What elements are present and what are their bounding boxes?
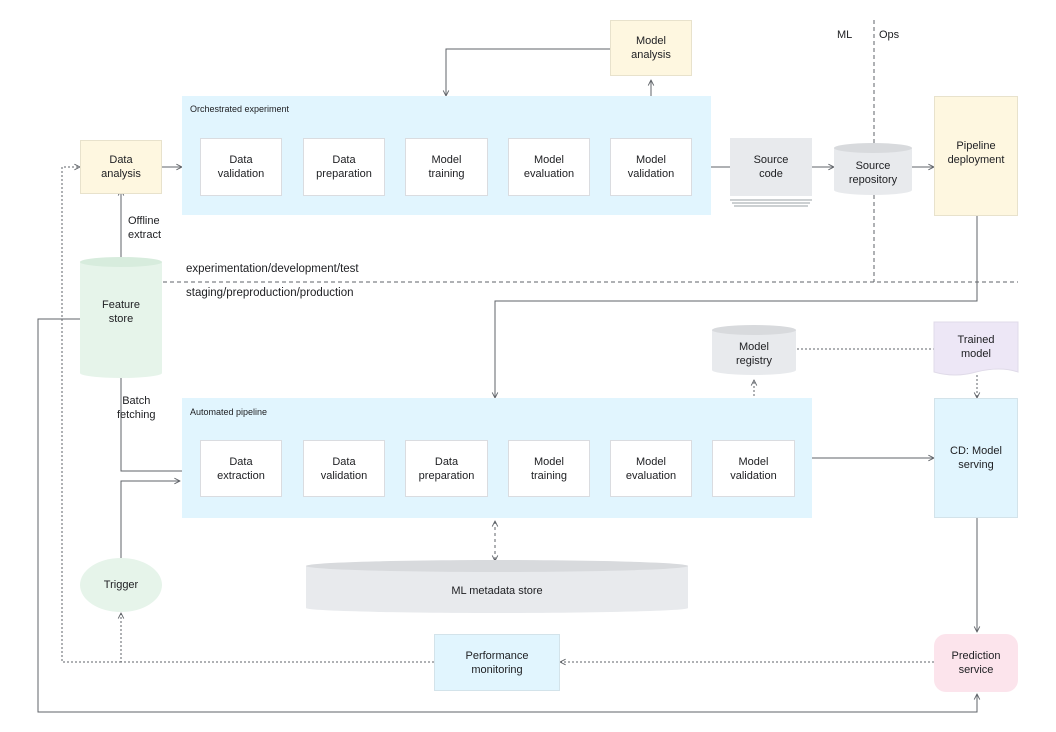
automated-step-model-evaluation: Model evaluation	[610, 440, 692, 497]
batch-fetching-label: Batch fetching	[117, 395, 156, 421]
orchestrated-step-data-validation: Data validation	[200, 138, 282, 196]
source-repository-label: Source repository	[848, 160, 898, 186]
automated-step-model-validation: Model validation	[712, 440, 795, 497]
source-code-page-lines	[730, 199, 812, 207]
automated-step-model-training: Model training	[508, 440, 590, 497]
orchestrated-experiment-title: Orchestrated experiment	[190, 104, 290, 114]
prediction-service-shape	[934, 634, 1018, 692]
orchestrated-step-model-evaluation: Model evaluation	[508, 138, 590, 196]
model-registry-label: Model registry	[735, 341, 773, 367]
orchestrated-step-model-validation: Model validation	[610, 138, 692, 196]
model-analysis-box: Model analysis	[610, 20, 692, 76]
pipeline-deployment-box: Pipeline deployment	[934, 96, 1018, 216]
ops-label: Ops	[879, 29, 900, 41]
source-repository-cylinder	[834, 143, 912, 195]
prediction-service-label: Prediction service	[951, 650, 1001, 676]
environment-label-experimentation: experimentation/development/test	[186, 263, 359, 275]
performance-monitoring-box: Performance monitoring	[434, 634, 560, 691]
automated-step-data-validation: Data validation	[303, 440, 385, 497]
trigger-shape	[80, 558, 162, 612]
model-registry-cylinder	[712, 325, 796, 375]
source-code-box: Source code	[730, 138, 812, 196]
ml-label: ML	[837, 29, 853, 41]
automated-step-data-preparation: Data preparation	[405, 440, 488, 497]
trained-model-label: Trained model	[957, 334, 995, 360]
environment-label-production: staging/preproduction/production	[186, 287, 354, 299]
trigger-label: Trigger	[103, 579, 139, 591]
feature-store-cylinder	[80, 257, 162, 378]
cd-model-serving-box: CD: Model serving	[934, 398, 1018, 518]
data-analysis-box: Data analysis	[80, 140, 162, 194]
automated-step-data-extraction: Data extraction	[200, 440, 282, 497]
feature-store-label: Feature store	[102, 299, 140, 325]
ml-metadata-store-cylinder	[306, 560, 688, 613]
orchestrated-step-data-preparation: Data preparation	[303, 138, 385, 196]
automated-pipeline-title: Automated pipeline	[190, 407, 268, 417]
trained-model-shape	[933, 321, 1019, 376]
ml-metadata-store-label: ML metadata store	[451, 585, 543, 597]
automated-pipeline-panel: Automated pipeline	[182, 398, 812, 518]
orchestrated-step-model-training: Model training	[405, 138, 488, 196]
offline-extract-label: Offline extract	[128, 215, 162, 241]
